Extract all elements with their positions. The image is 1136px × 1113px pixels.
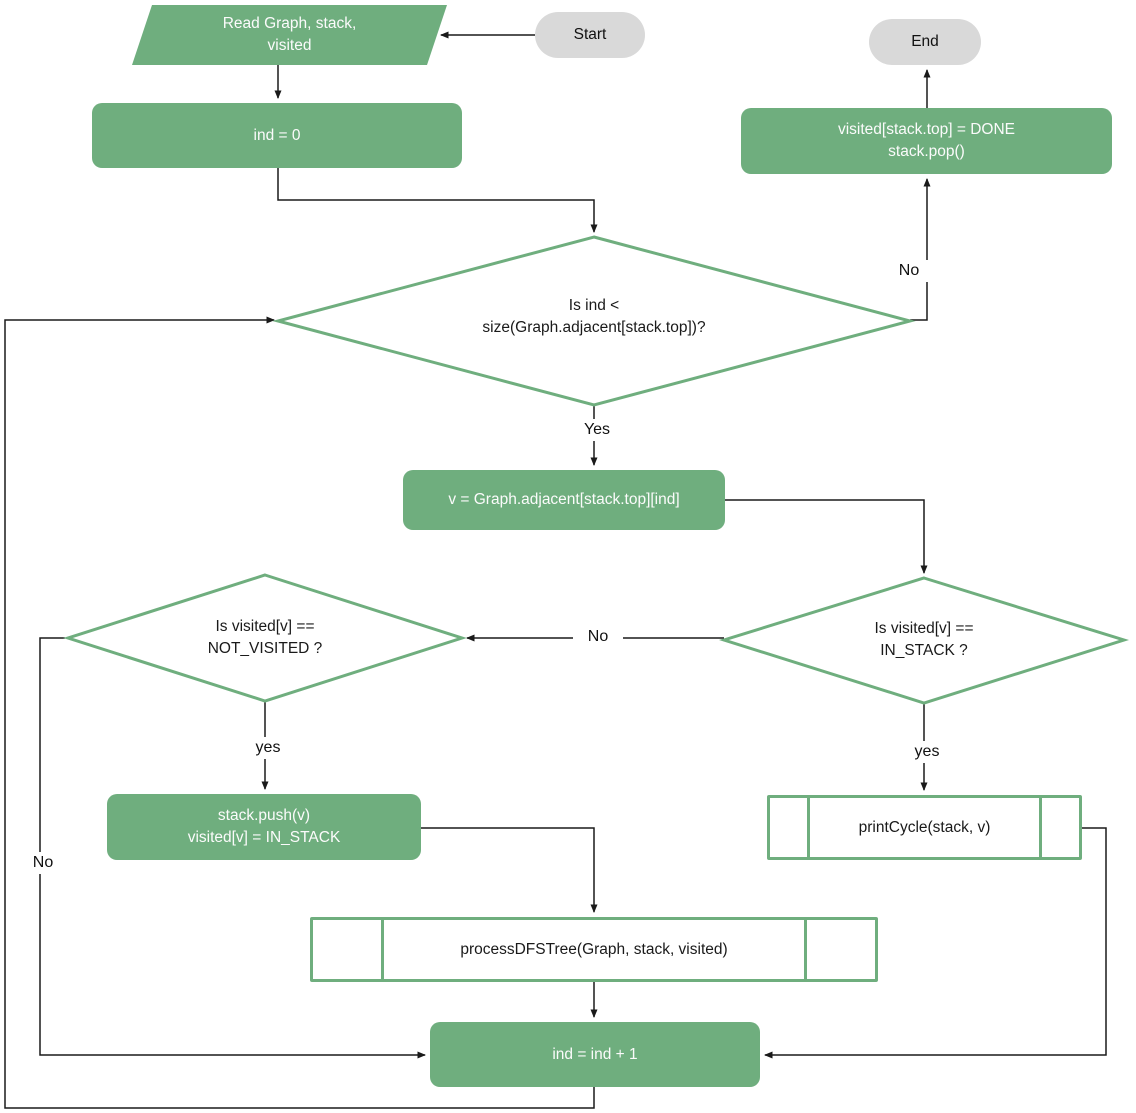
- process-get-adjacent: v = Graph.adjacent[stack.top][ind]: [403, 470, 725, 530]
- process-mark-done: visited[stack.top] = DONE stack.pop(): [741, 108, 1112, 174]
- process-init-ind: ind = 0: [92, 103, 462, 168]
- io-read-label: Read Graph, stack, visited: [222, 14, 357, 54]
- edge-getadjacent-to-instack: [725, 499, 928, 574]
- end-terminal: End: [869, 19, 981, 65]
- edge-label-notvisited-yes: yes: [245, 737, 291, 759]
- edge-label-notvisited-no: No: [21, 852, 65, 874]
- subroutine-print-cycle-label: printCycle(stack, v): [858, 818, 991, 836]
- edge-push-to-processdfs: [421, 827, 598, 913]
- subroutine-left-bar: [381, 920, 384, 979]
- io-read-parallelogram-shape: [132, 5, 447, 65]
- edge-init-to-loopcheck: [277, 168, 598, 233]
- process-increment-ind: ind = ind + 1: [430, 1022, 760, 1087]
- process-push-stack: stack.push(v) visited[v] = IN_STACK: [107, 794, 421, 860]
- edge-printcycle-to-increment: [764, 827, 1107, 1059]
- decision-loop-check-label: Is ind < size(Graph.adjacent[stack.top])…: [482, 296, 706, 336]
- subroutine-print-cycle: printCycle(stack, v): [767, 795, 1082, 860]
- decision-in-stack-shape: [718, 576, 1130, 705]
- subroutine-right-bar: [804, 920, 807, 979]
- subroutine-left-bar: [807, 798, 810, 857]
- edge-label-instack-yes: yes: [904, 741, 950, 763]
- edge-label-instack-no: No: [573, 626, 623, 648]
- edge-label-loop-yes: Yes: [574, 419, 620, 441]
- subroutine-process-dfs-tree: processDFSTree(Graph, stack, visited): [310, 917, 878, 982]
- edge-increment-loop-to-loopcheck: [4, 316, 595, 1109]
- subroutine-process-dfs-tree-label: processDFSTree(Graph, stack, visited): [460, 940, 728, 958]
- edge-loopcheck-no-to-markdone: [910, 178, 931, 321]
- decision-in-stack-label: Is visited[v] == IN_STACK ?: [874, 619, 974, 659]
- decision-loop-check-shape: [272, 235, 916, 407]
- decision-not-visited-label: Is visited[v] == NOT_VISITED ?: [207, 617, 323, 657]
- edge-notvisited-no-to-increment: [39, 637, 426, 1059]
- start-terminal: Start: [535, 12, 645, 58]
- decision-not-visited-shape: [63, 573, 467, 703]
- subroutine-right-bar: [1039, 798, 1042, 857]
- edge-label-loop-no: No: [888, 260, 930, 282]
